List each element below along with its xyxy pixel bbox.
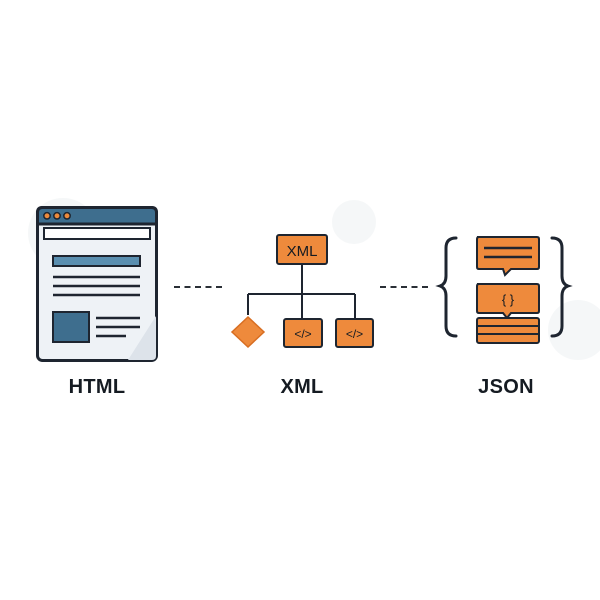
xml-code-node	[335, 318, 374, 348]
background-blob	[332, 200, 376, 244]
html-label: HTML	[68, 376, 126, 398]
json-braces-icon: { }	[435, 236, 573, 344]
connector-dashed-line	[380, 286, 428, 288]
left-brace-icon	[435, 236, 458, 338]
code-icon: </>	[294, 327, 311, 341]
web-page-icon	[36, 206, 158, 362]
json-list-box	[476, 317, 540, 344]
xml-label: XML	[280, 376, 324, 398]
xml-tree-icon: XML </> </>	[230, 234, 374, 349]
xml-root-node	[276, 234, 328, 265]
right-brace-icon	[550, 236, 573, 338]
json-label: JSON	[478, 376, 534, 398]
json-braces-symbol: { }	[502, 292, 515, 307]
background-blob	[548, 300, 600, 360]
xml-root-label: XML	[287, 243, 318, 260]
connector-dashed-line	[174, 286, 222, 288]
xml-diamond-node	[230, 315, 266, 349]
code-icon: </>	[346, 327, 363, 341]
xml-code-node	[283, 318, 323, 348]
